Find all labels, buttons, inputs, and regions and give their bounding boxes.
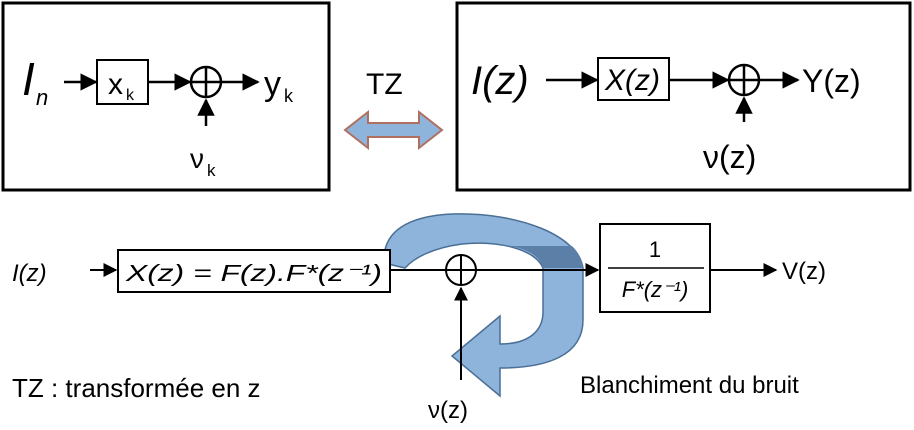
right-noise-label: ν(z)	[703, 139, 756, 175]
right-sum-junction	[729, 65, 759, 95]
tz-label: TZ	[366, 68, 403, 101]
left-sum-junction	[191, 67, 221, 97]
left-noise-subscript: k	[207, 161, 216, 180]
filter-numerator: 1	[649, 237, 661, 262]
left-time-domain-box: I n x k y k ν k	[3, 3, 329, 190]
left-output-label: y	[264, 65, 281, 103]
double-arrow-icon	[345, 112, 442, 148]
right-output-label: Y(z)	[802, 63, 861, 99]
left-input-label: I	[22, 53, 35, 105]
bottom-output-label: V(z)	[782, 258, 826, 285]
bottom-noise-label: ν(z)	[428, 397, 468, 424]
left-noise-label: ν	[190, 143, 204, 174]
whitening-arrow-icon	[384, 214, 583, 396]
tz-legend: TZ : transformée en z	[12, 373, 261, 403]
right-z-domain-box: I(z) X(z) Y(z) ν(z)	[457, 3, 910, 190]
left-block-subscript: k	[126, 87, 135, 104]
left-output-subscript: k	[284, 86, 294, 106]
right-input-label: I(z)	[471, 59, 529, 103]
left-input-subscript: n	[36, 85, 48, 110]
bottom-input-label: I(z)	[12, 260, 47, 287]
whitening-caption: Blanchiment du bruit	[580, 372, 799, 399]
filter-denominator: F*(z⁻¹)	[622, 277, 689, 302]
right-block-label: X(z)	[604, 64, 660, 97]
bottom-sum-junction	[446, 255, 476, 285]
left-block-label: x	[108, 68, 123, 101]
bottom-block-label: X(z) = F(z).F*(z⁻¹)	[125, 260, 382, 286]
